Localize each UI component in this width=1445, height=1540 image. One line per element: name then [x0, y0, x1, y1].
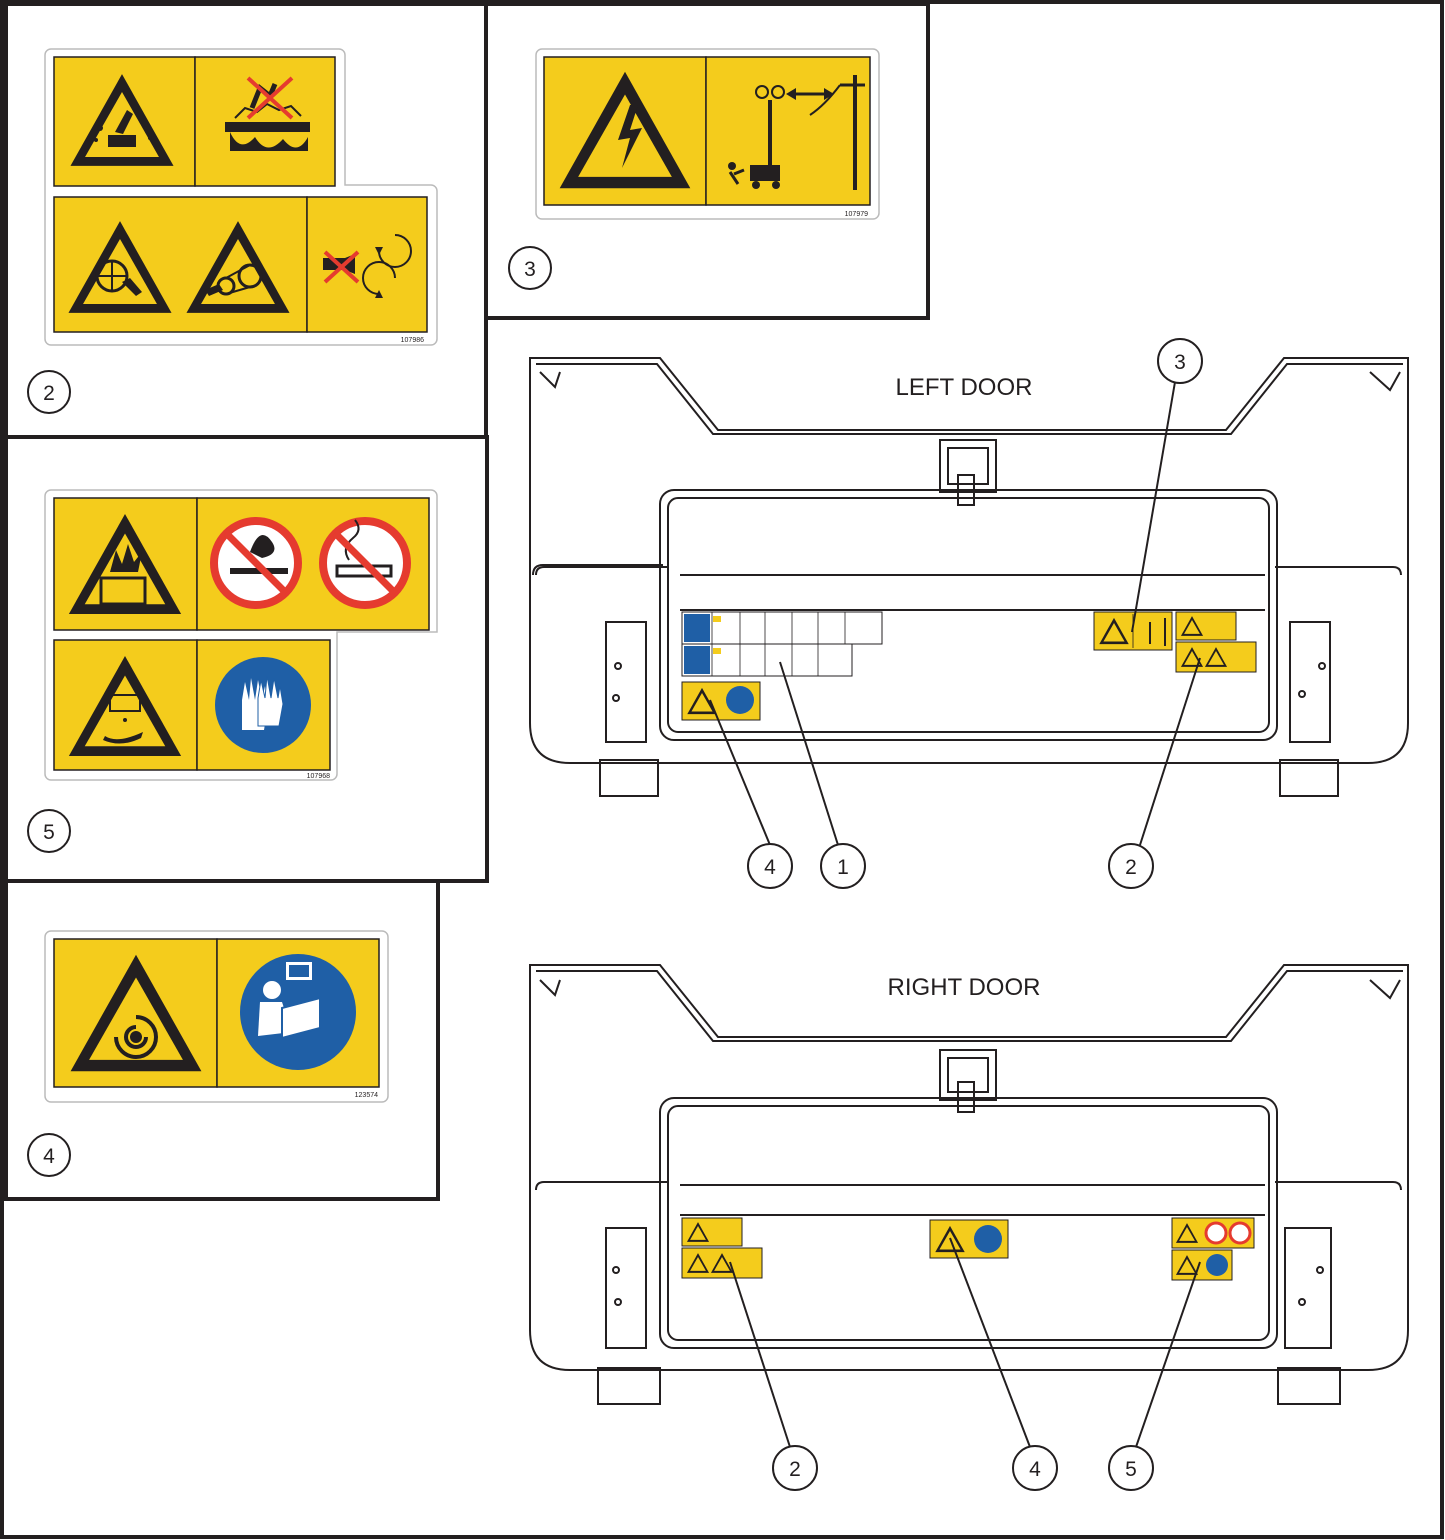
decal-3-label: 107979	[535, 48, 880, 220]
no-smoking-icon	[319, 517, 411, 609]
decal-5-part-number: 107968	[307, 773, 330, 780]
decal-4-part-number: 123574	[355, 1092, 378, 1099]
left-door-callout-2: 2	[1108, 843, 1154, 889]
left-door-leader-lines	[709, 381, 1201, 846]
callout-4-number: 4	[43, 1145, 55, 1168]
belt-entanglement-warning-icon	[186, 221, 290, 313]
callout-3-number: 3	[524, 258, 536, 281]
left-door-decal-2	[1175, 611, 1257, 673]
callout-3-panel: 3	[508, 246, 552, 290]
right-door-title: RIGHT DOOR	[888, 974, 1041, 1001]
right-door-leader-lines	[729, 1237, 1201, 1448]
no-hand-in-cutting-area-icon	[225, 76, 310, 151]
no-open-flame-icon	[210, 517, 302, 609]
decal-4-label: 123574	[44, 930, 389, 1103]
callout-5-number: 5	[43, 821, 55, 844]
decal-2-panel: 107986 2	[4, 2, 488, 439]
decal-4-panel: 123574 4	[4, 879, 440, 1201]
left-door-callout-4: 4	[747, 843, 793, 889]
battery-acid-burn-warning-icon	[68, 655, 182, 757]
right-door-decal-5	[1171, 1217, 1255, 1281]
left-door-callout-4-number: 4	[764, 856, 776, 879]
callout-5-panel: 5	[27, 809, 71, 853]
battery-explosion-warning-icon	[68, 513, 182, 615]
decal-5-panel: 107968 5	[4, 435, 489, 883]
callout-4-panel: 4	[27, 1133, 71, 1177]
read-manual-icon	[240, 954, 356, 1070]
decal-2-label: 107986	[44, 48, 438, 346]
decal-3-panel: 107979 3	[484, 2, 930, 320]
callout-2-number: 2	[43, 382, 55, 405]
right-door-drawing	[529, 964, 1409, 1405]
left-door-callout-1: 1	[820, 843, 866, 889]
right-door-callout-2-number: 2	[789, 1458, 801, 1481]
flying-debris-warning-icon	[70, 74, 174, 166]
right-door-callout-2: 2	[772, 1445, 818, 1491]
overhead-power-line-clearance-icon	[728, 75, 865, 190]
decal-5-label: 107968	[44, 489, 438, 781]
wear-gloves-icon	[215, 657, 311, 753]
right-door-callout-4-number: 4	[1029, 1458, 1041, 1481]
electrical-hazard-warning-icon	[559, 71, 691, 189]
right-door-decal-4	[929, 1219, 1009, 1259]
decal-3-part-number: 107979	[845, 211, 868, 218]
automatic-start-warning-icon	[70, 954, 202, 1072]
left-door-decal-4	[681, 681, 761, 721]
fan-entanglement-warning-icon	[68, 221, 172, 313]
callout-2-panel: 2	[27, 370, 71, 414]
left-door-callout-3-number: 3	[1174, 351, 1186, 374]
right-door-callout-4: 4	[1012, 1445, 1058, 1491]
left-door-callout-1-number: 1	[837, 856, 849, 879]
left-door-callout-3: 3	[1157, 338, 1203, 384]
left-door-title: LEFT DOOR	[896, 374, 1033, 401]
right-door-decal-2	[681, 1217, 763, 1279]
left-door-callout-2-number: 2	[1125, 856, 1137, 879]
keep-hands-clear-rotating-icon	[323, 234, 412, 298]
left-door-drawing	[529, 357, 1409, 797]
right-door-callout-5-number: 5	[1125, 1458, 1137, 1481]
decal-2-part-number: 107986	[401, 337, 424, 344]
right-door-callout-5: 5	[1108, 1445, 1154, 1491]
left-door-decal-1-instruction-sheet	[681, 611, 883, 677]
